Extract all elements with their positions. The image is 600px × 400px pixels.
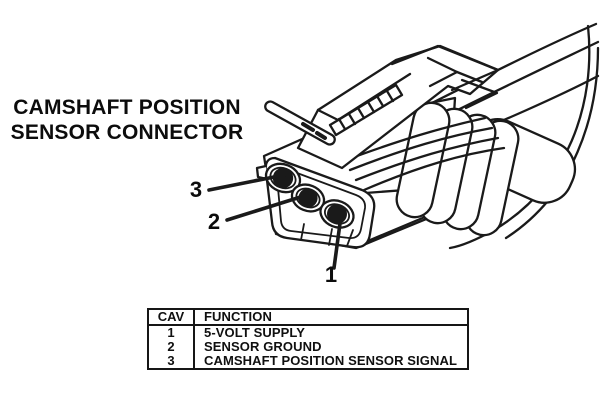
cell-function-1: 5-VOLT SUPPLY: [204, 325, 305, 340]
table-row: 1 5-VOLT SUPPLY: [149, 326, 467, 340]
table-row: 3 CAMSHAFT POSITION SENSOR SIGNAL: [149, 354, 467, 368]
cell-function-3: CAMSHAFT POSITION SENSOR SIGNAL: [204, 353, 458, 368]
diagram-title-line1: CAMSHAFT POSITION: [13, 96, 241, 119]
leader-lines: [207, 173, 343, 270]
cell-function-2: SENSOR GROUND: [204, 339, 322, 354]
leader-line-1: [332, 214, 343, 270]
diagram-title: CAMSHAFT POSITION SENSOR CONNECTOR: [0, 96, 254, 145]
pin-3: [272, 167, 294, 189]
latch: [264, 44, 500, 170]
terminal-cavity-1: [319, 199, 355, 229]
diagram-title-line2: SENSOR CONNECTOR: [10, 120, 244, 144]
terminal-cavity-3: [264, 162, 302, 194]
table-row: 2 SENSOR GROUND: [149, 340, 467, 354]
wire-bundle: [344, 116, 506, 192]
pin-2: [298, 188, 318, 208]
pin-label-3: 3: [189, 177, 203, 202]
pin-label-2: 2: [207, 209, 221, 234]
leader-line-2: [225, 193, 309, 222]
pin-1: [327, 204, 347, 224]
header-cav: CAV: [149, 310, 195, 324]
cell-cav-2: 2: [149, 340, 195, 354]
cell-cav-1: 1: [149, 326, 195, 340]
cell-cav-3: 3: [149, 354, 195, 368]
leader-line-3: [207, 173, 286, 192]
table-header-row: CAV FUNCTION: [149, 310, 467, 326]
pin-label-1: 1: [324, 262, 338, 287]
boot-ribs: [395, 101, 520, 237]
cav-function-table: CAV FUNCTION 1 5-VOLT SUPPLY 2 SENSOR GR…: [147, 308, 469, 370]
header-function: FUNCTION: [204, 309, 272, 324]
